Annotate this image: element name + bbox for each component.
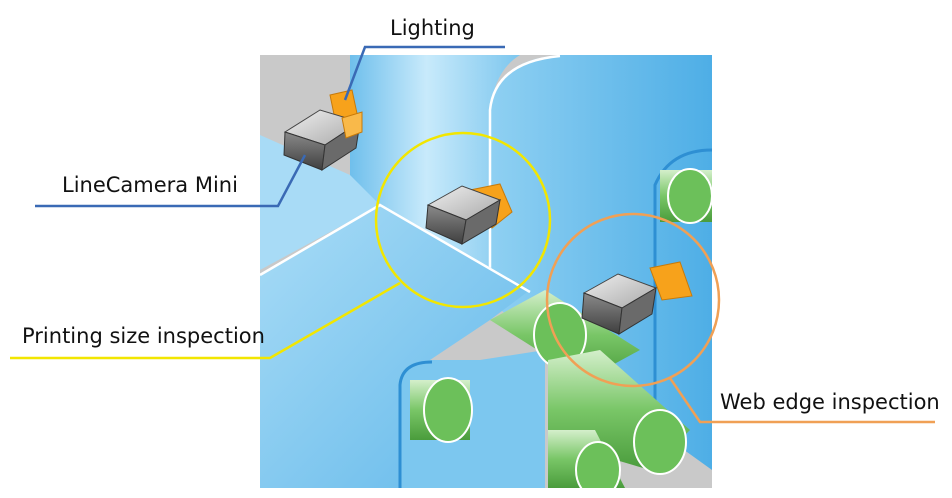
printing-inspection-callout-line xyxy=(10,281,401,360)
printing-inspection-label: Printing size inspection xyxy=(22,324,265,348)
printing-inspection-circle xyxy=(374,131,552,309)
web-right-edge xyxy=(653,148,712,470)
web-edge-callout-line xyxy=(668,377,935,424)
lighting-callout-line xyxy=(343,45,505,101)
web-fold-line xyxy=(260,203,531,294)
line-camera-callout-line xyxy=(35,154,307,208)
line-camera-label: LineCamera Mini xyxy=(62,173,238,197)
line-camera-icon xyxy=(581,261,693,335)
roller-icon xyxy=(548,430,625,488)
web-edge-inspection-circle xyxy=(545,212,721,388)
lighting-unit-icon xyxy=(341,111,363,139)
roller-icon xyxy=(410,377,473,443)
line-camera-icon xyxy=(425,183,513,245)
lighting-label: Lighting xyxy=(390,16,475,40)
web-front-edge xyxy=(398,360,433,488)
web-sheet-left-top xyxy=(260,135,380,270)
web-edge-highlight xyxy=(488,55,561,300)
web-sheet-left-front xyxy=(260,205,530,488)
roller-icon xyxy=(660,168,712,224)
web-edge-inspection-label: Web edge inspection xyxy=(720,390,940,414)
